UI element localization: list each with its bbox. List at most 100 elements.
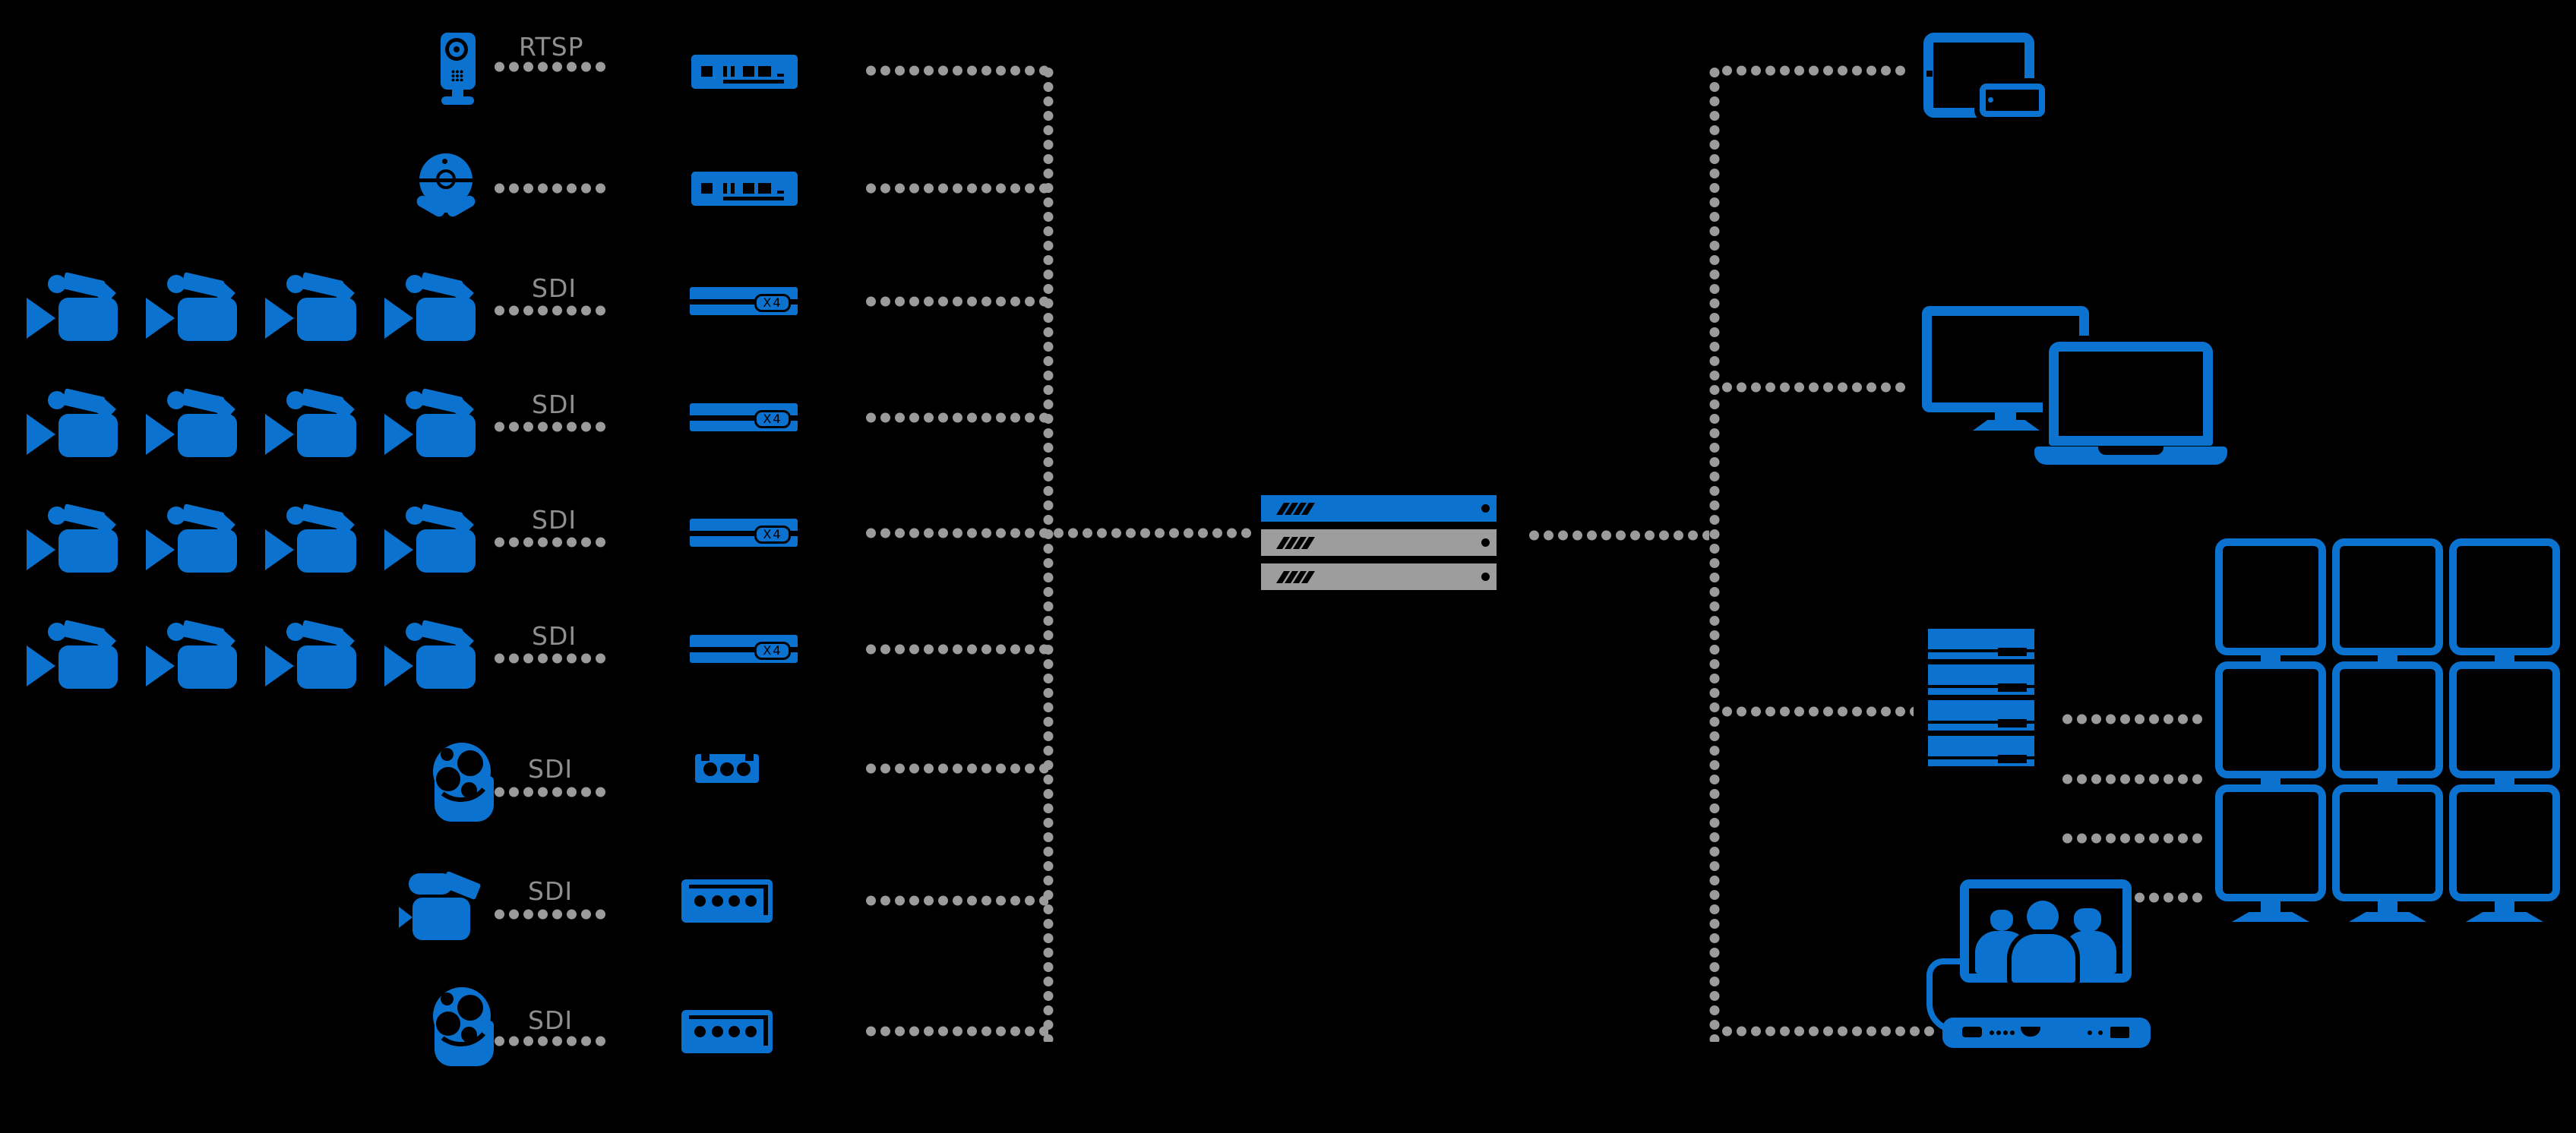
connector-line	[492, 787, 608, 797]
x4-badge: X4	[754, 642, 791, 660]
wall-monitor	[2215, 661, 2326, 778]
phone-camera-dot	[1988, 97, 1993, 103]
video-camera-icon	[265, 254, 379, 343]
left-trunk-line	[1043, 65, 1054, 1042]
connector-line	[864, 296, 1048, 307]
video-camera-icon	[265, 601, 379, 691]
video-camera-icon	[265, 485, 379, 575]
server-unit	[1261, 563, 1497, 590]
mini-converter-icon	[695, 754, 759, 783]
x4-badge: X4	[754, 410, 791, 428]
connector-line	[864, 763, 1048, 774]
rack-converter-icon	[681, 879, 773, 923]
connector-line	[1720, 1026, 1936, 1037]
quad-sdi-encoder-icon: X4	[690, 403, 798, 431]
server-unit	[1261, 529, 1497, 556]
desktop-and-laptop-icon	[1922, 304, 2227, 467]
connector-line	[864, 65, 1048, 76]
wall-monitor	[2215, 538, 2326, 655]
video-camera-icon	[384, 601, 498, 691]
sdi-label: SDI	[528, 1005, 574, 1035]
connector-line	[492, 62, 608, 72]
video-camera-icon	[146, 485, 260, 575]
video-camera-icon	[384, 485, 498, 575]
laptop-icon	[2049, 342, 2213, 446]
connector-line	[1720, 65, 1908, 76]
connector-line	[492, 1036, 608, 1046]
right-trunk-line	[1709, 65, 1720, 1042]
speaker-dots	[451, 70, 463, 81]
camcorder-icon	[399, 870, 490, 942]
wall-monitor	[2332, 784, 2443, 901]
connector-line	[492, 909, 608, 920]
tablet-and-phone-icon	[1923, 33, 2060, 124]
connector-line	[864, 412, 1048, 423]
video-camera-icon	[265, 370, 379, 459]
x4-badge: X4	[754, 294, 791, 312]
video-wall-icon	[2215, 538, 2562, 923]
connector-line	[492, 421, 608, 432]
video-camera-icon	[146, 254, 260, 343]
camera-group	[27, 254, 505, 343]
sdi-label: SDI	[528, 876, 574, 906]
sdi-label: SDI	[532, 390, 577, 419]
rtsp-label: RTSP	[519, 32, 584, 62]
x4-badge: X4	[754, 525, 791, 544]
quad-sdi-encoder-icon: X4	[690, 519, 798, 547]
connector-line	[492, 183, 608, 194]
webcam-icon	[414, 152, 478, 225]
connector-line	[2060, 774, 2205, 784]
person-silhouette	[1972, 892, 2119, 983]
wall-monitor	[2332, 661, 2443, 778]
connector-line	[2060, 833, 2205, 844]
video-camera-icon	[27, 601, 141, 691]
wall-monitor	[2215, 784, 2326, 901]
video-camera-icon	[384, 254, 498, 343]
connector-line	[864, 528, 1253, 538]
connector-line	[1720, 382, 1908, 393]
wall-monitor	[2449, 538, 2560, 655]
wall-stand	[2232, 912, 2309, 922]
camera-group	[27, 485, 505, 575]
video-camera-icon	[27, 254, 141, 343]
connector-line	[492, 537, 608, 548]
connector-line	[864, 1026, 1048, 1037]
video-camera-icon	[146, 370, 260, 459]
video-camera-icon	[27, 370, 141, 459]
desktop-monitor-icon	[1922, 306, 2089, 412]
server-unit	[1261, 495, 1497, 522]
ip-camera-icon	[439, 30, 477, 106]
video-camera-icon	[384, 370, 498, 459]
video-conference-icon	[1922, 873, 2157, 1056]
tablet-camera-dot	[1926, 71, 1933, 77]
connector-line	[864, 644, 1048, 655]
media-server-stack-icon	[1261, 495, 1497, 591]
ptz-dome-camera-icon	[425, 739, 501, 825]
connector-line	[864, 183, 1048, 194]
sdi-label: SDI	[532, 621, 577, 651]
decoder-rack-icon	[1928, 629, 2034, 766]
connector-line	[2060, 714, 2205, 724]
video-camera-icon	[27, 485, 141, 575]
sdi-label: SDI	[528, 754, 574, 784]
connector-line	[1720, 706, 1914, 717]
camera-group	[27, 601, 505, 691]
connector-line	[864, 895, 1048, 906]
video-camera-icon	[146, 601, 260, 691]
wall-monitor	[2332, 538, 2443, 655]
streaming-encoder-icon	[691, 55, 798, 89]
connector-line	[1527, 530, 1709, 541]
sdi-label: SDI	[532, 273, 577, 303]
ptz-dome-camera-icon	[425, 983, 501, 1069]
wall-stand	[2466, 912, 2543, 922]
wall-stand	[2349, 912, 2426, 922]
wall-monitor	[2449, 661, 2560, 778]
streaming-encoder-icon	[691, 172, 798, 206]
camera-group	[27, 370, 505, 459]
rack-converter-icon	[681, 1010, 773, 1053]
connector-line	[492, 653, 608, 664]
sdi-label: SDI	[532, 505, 577, 535]
conference-codec	[1942, 1018, 2151, 1048]
monitor-stand	[1973, 420, 2040, 431]
